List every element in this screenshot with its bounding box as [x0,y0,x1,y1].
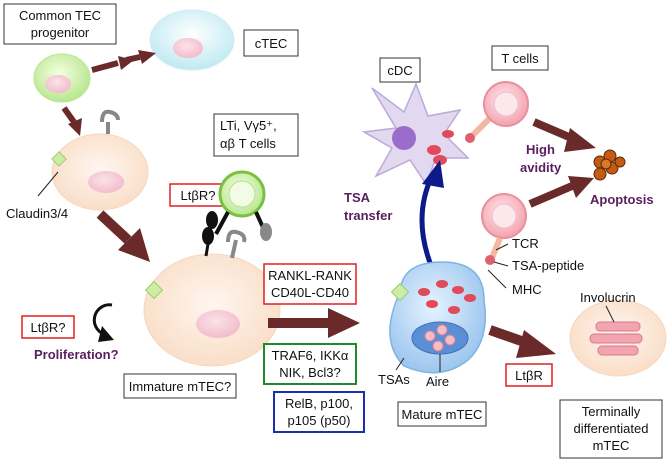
terminal-box: Terminally differentiated mTEC [559,399,663,459]
tcr-label: TCR [512,236,539,251]
lti-box: LTi, Vγ5⁺, αβ T cells [213,113,299,157]
apoptosis-label: Apoptosis [590,192,654,207]
lti-cell [214,170,268,235]
relb-line2: p105 (p50) [288,413,351,428]
arrow-progenitor-down [61,106,77,124]
arrowhead-down [68,118,82,136]
terminal-mtec-cell [569,299,667,377]
ctec-label: cTEC [255,36,288,51]
lti-line2: αβ T cells [220,136,276,151]
mhc-label: MHC [512,282,542,297]
traf-line2: NIK, Bcl3? [279,365,340,380]
terminal-line3: mTEC [593,438,630,453]
ctec-cell [149,9,235,71]
common-tec-line1: Common TEC [19,8,101,23]
traf-box: TRAF6, IKKα NIK, Bcl3? [263,343,357,385]
cdc-label: cDC [387,63,412,78]
high-avidity-line2: avidity [520,160,562,175]
tsa-transfer-line2: transfer [344,208,392,223]
terminal-line1: Terminally [582,404,641,419]
t-cell-top [465,81,529,143]
tsa-peptide-label: TSA-peptide [512,258,584,273]
tsa-transfer-arrowhead [422,160,444,188]
rankl-box: RANKL-RANK CD40L-CD40 [263,263,357,305]
involucrin-label: Involucrin [580,290,636,305]
arrowhead-high-avidity [564,128,596,152]
arrowhead-to-immature [118,228,150,262]
mature-label: Mature mTEC [402,407,483,422]
ltbr-label-1: LtβR? [181,188,216,203]
t-cell-lower [481,193,527,265]
mature-mtec-cell [389,261,487,374]
tsas-label: TSAs [378,372,410,387]
arrow-lower-tcell-apoptosis [528,182,574,208]
common-tec-line2: progenitor [31,25,90,40]
tsa-transfer-arrow [419,174,435,269]
lti-line1: LTi, Vγ5⁺, [220,118,277,133]
tcells-box: T cells [491,45,549,71]
cdc-box: cDC [379,57,421,83]
early-mtec-cell [51,109,149,211]
arrowhead-terminal [516,330,556,358]
relb-box: RelB, p100, p105 (p50) [273,391,365,433]
cdc-cell [361,81,470,186]
aire-label: Aire [426,374,449,389]
cycle-arrowhead [98,326,114,342]
arrowhead-lower [568,176,594,198]
common-tec-progenitor-box: Common TEC progenitor [3,3,117,45]
terminal-line2: differentiated [574,421,649,436]
claudin-label: Claudin3/4 [6,206,68,221]
immature-mtec-cell [143,211,281,367]
apoptotic-body-icon [593,149,626,181]
tsa-transfer-line1: TSA [344,190,371,205]
arrow-to-immature [96,210,132,244]
arrow-progenitor-ctec-1 [91,60,119,73]
progenitor-cell [33,53,91,103]
arrowhead-mature [328,308,360,338]
ltbr-box-1: LtβR? [169,183,227,207]
ltbr-label-2: LtβR? [31,320,66,335]
immature-box: Immature mTEC? [123,373,237,399]
ltbr-label-3: LtβR [515,368,543,383]
arrowhead-2 [138,50,156,64]
ltbr-box-3: LtβR [505,363,553,387]
high-avidity-line1: High [526,142,555,157]
immature-label: Immature mTEC? [129,379,232,394]
rankl-line2: CD40L-CD40 [271,285,349,300]
ctec-box: cTEC [243,29,299,57]
mature-box: Mature mTEC [397,401,487,427]
relb-line1: RelB, p100, [285,396,353,411]
arrow-progenitor-ctec-2 [125,54,141,63]
claudin-pointer [37,171,59,197]
ltbr-box-2: LtβR? [21,315,75,339]
rankl-line1: RANKL-RANK [268,268,352,283]
tcells-label: T cells [501,51,539,66]
proliferation-label: Proliferation? [34,347,119,362]
traf-line1: TRAF6, IKKα [272,348,349,363]
